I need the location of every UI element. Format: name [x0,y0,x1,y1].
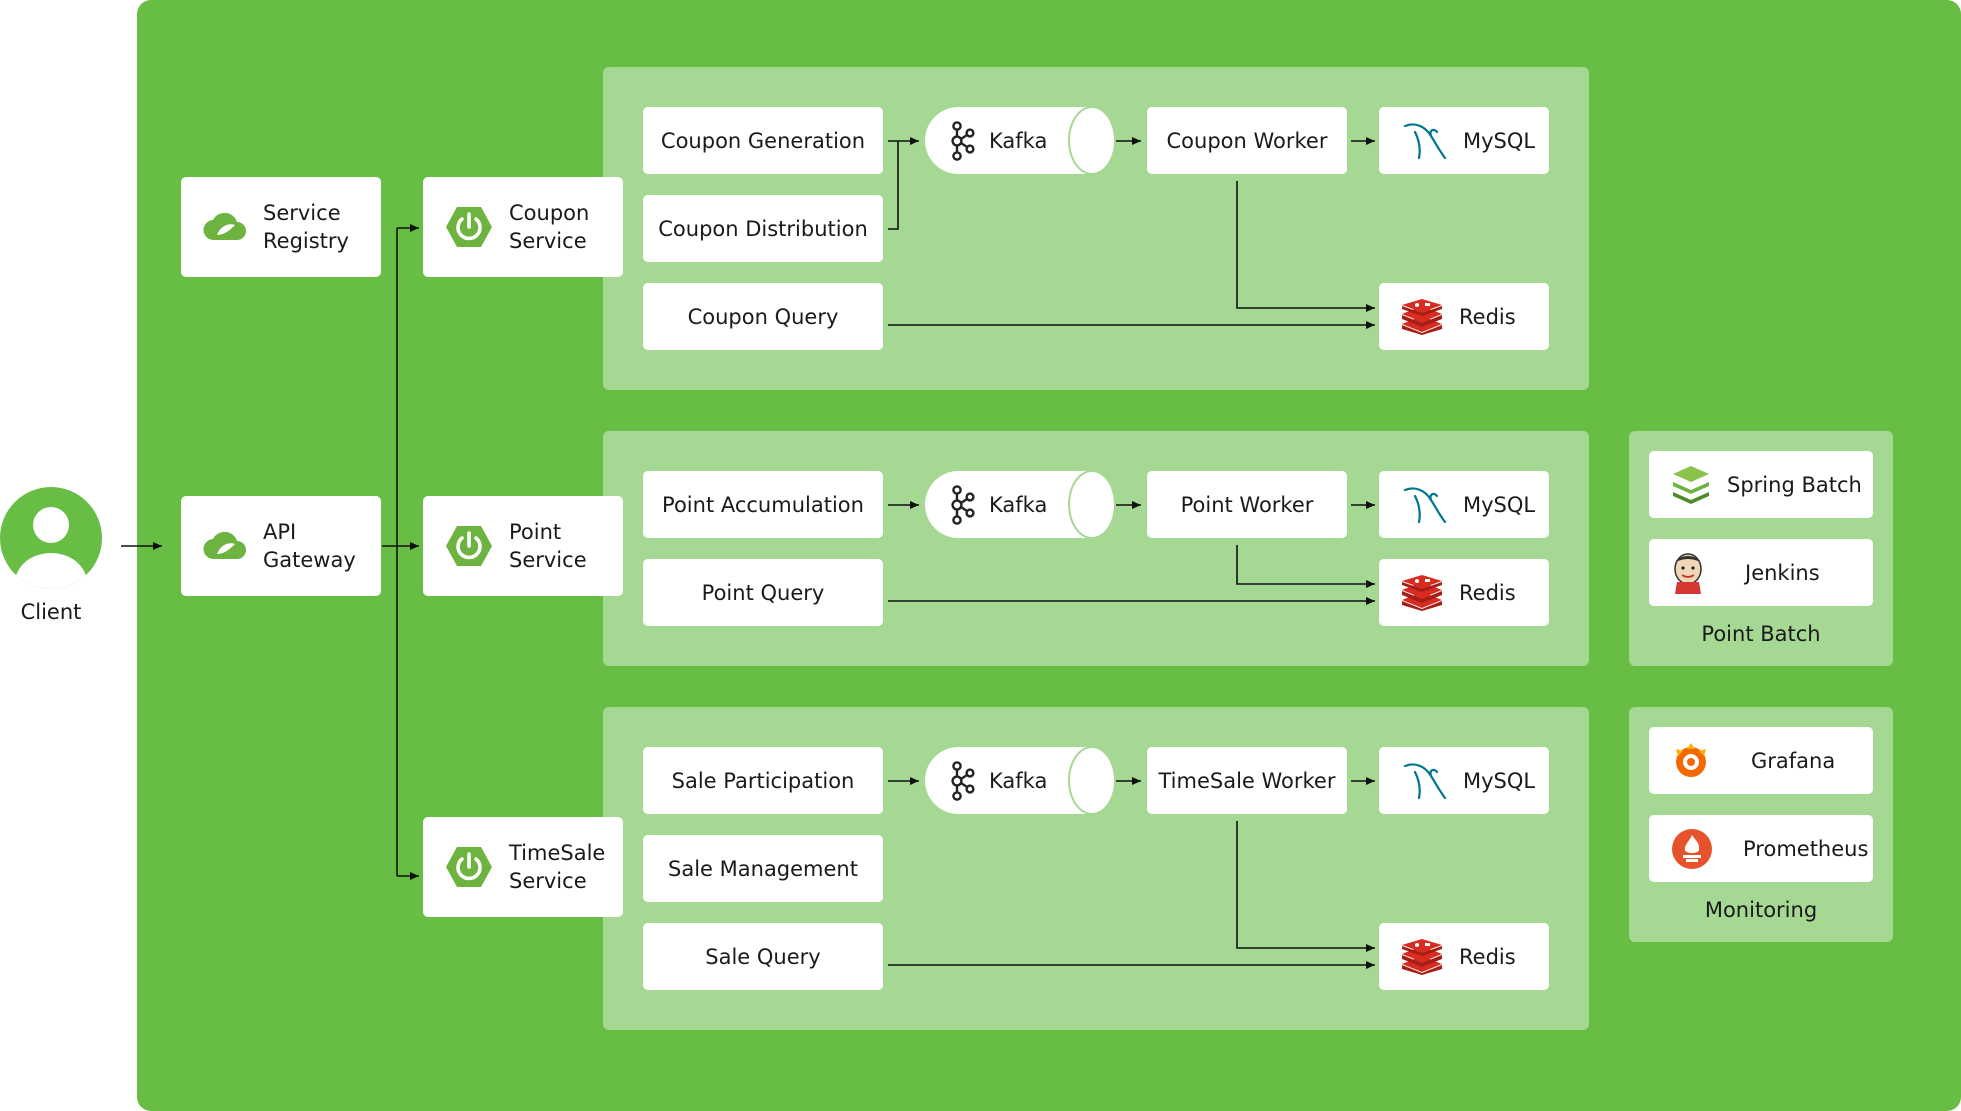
kafka-icon [949,484,975,525]
point-query-label: Point Query [701,580,825,605]
timesale-service-label: TimeSale Service [509,841,606,893]
point-service-box: Point Service [423,496,623,596]
redis-icon [1401,574,1443,611]
coupon-query-box: Coupon Query [643,283,883,350]
mysql-dolphin-icon [1401,484,1447,526]
sale-participation-label: Sale Participation [671,768,855,793]
arrow-point-worker-to-redis [1236,545,1375,588]
point-kafka-cap [1068,470,1116,539]
point-batch-caption: Point Batch [1701,622,1821,646]
kafka-icon [949,120,975,161]
arrow-timesale-worker-to-redis [1236,821,1375,952]
timesale-kafka-label: Kafka [989,768,1048,793]
point-mysql-box: MySQL [1379,471,1549,538]
jenkins-box: Jenkins [1649,539,1873,606]
spring-boot-power-icon [445,524,493,568]
timesale-kafka-cap [1068,746,1116,815]
coupon-redis-label: Redis [1459,304,1516,329]
kafka-icon [949,760,975,801]
coupon-redis-box: Redis [1379,283,1549,350]
prometheus-box: Prometheus [1649,815,1873,882]
timesale-mysql-label: MySQL [1463,768,1536,793]
point-worker-label: Point Worker [1180,492,1314,517]
coupon-kafka-label: Kafka [989,128,1048,153]
timesale-worker-label: TimeSale Worker [1158,768,1336,793]
jenkins-label: Jenkins [1745,560,1820,585]
api-gateway-label: API Gateway [263,520,356,572]
spring-cloud-icon [203,530,247,562]
coupon-service-box: Coupon Service [423,177,623,277]
coupon-mysql-box: MySQL [1379,107,1549,174]
coupon-kafka-queue: Kafka [925,107,1093,174]
point-redis-label: Redis [1459,580,1516,605]
coupon-distribution-box: Coupon Distribution [643,195,883,262]
spring-batch-box: Spring Batch [1649,451,1873,518]
prometheus-label: Prometheus [1743,836,1869,861]
mysql-dolphin-icon [1401,120,1447,162]
point-accumulation-label: Point Accumulation [662,492,864,517]
sale-management-box: Sale Management [643,835,883,902]
service-registry-label: Service Registry [263,201,349,253]
spring-boot-power-icon [445,205,493,249]
api-gateway-box: API Gateway [181,496,381,596]
timesale-redis-box: Redis [1379,923,1549,990]
spring-batch-icon [1671,465,1711,504]
point-redis-box: Redis [1379,559,1549,626]
coupon-worker-box: Coupon Worker [1147,107,1347,174]
coupon-mysql-label: MySQL [1463,128,1536,153]
prometheus-icon [1671,828,1713,870]
client-avatar-icon [0,487,102,589]
sale-query-label: Sale Query [705,944,821,969]
arrow-coupon-worker-to-redis [1236,181,1375,312]
redis-icon [1401,298,1443,335]
grafana-box: Grafana [1649,727,1873,794]
service-registry-box: Service Registry [181,177,381,277]
timesale-worker-box: TimeSale Worker [1147,747,1347,814]
client-label: Client [20,600,82,624]
timesale-redis-label: Redis [1459,944,1516,969]
timesale-service-box: TimeSale Service [423,817,623,917]
spring-cloud-icon [203,211,247,243]
mysql-dolphin-icon [1401,760,1447,802]
coupon-worker-label: Coupon Worker [1166,128,1328,153]
jenkins-icon [1671,552,1705,594]
grafana-label: Grafana [1751,748,1836,773]
spring-batch-label: Spring Batch [1727,472,1862,497]
sale-management-label: Sale Management [668,856,858,881]
timesale-mysql-box: MySQL [1379,747,1549,814]
grafana-icon [1671,741,1711,781]
point-service-label: Point Service [509,520,587,572]
coupon-generation-box: Coupon Generation [643,107,883,174]
coupon-generation-label: Coupon Generation [660,128,866,153]
point-query-box: Point Query [643,559,883,626]
redis-icon [1401,938,1443,975]
spring-boot-power-icon [445,845,493,889]
sale-query-box: Sale Query [643,923,883,990]
coupon-query-label: Coupon Query [687,304,839,329]
point-mysql-label: MySQL [1463,492,1536,517]
sale-participation-box: Sale Participation [643,747,883,814]
timesale-kafka-queue: Kafka [925,747,1093,814]
coupon-distribution-label: Coupon Distribution [658,216,868,241]
point-kafka-queue: Kafka [925,471,1093,538]
point-kafka-label: Kafka [989,492,1048,517]
point-accumulation-box: Point Accumulation [643,471,883,538]
coupon-service-label: Coupon Service [509,201,590,253]
line-distribution-to-kafka [888,141,899,230]
coupon-kafka-cap [1068,106,1116,175]
monitoring-caption: Monitoring [1704,898,1818,922]
point-worker-box: Point Worker [1147,471,1347,538]
